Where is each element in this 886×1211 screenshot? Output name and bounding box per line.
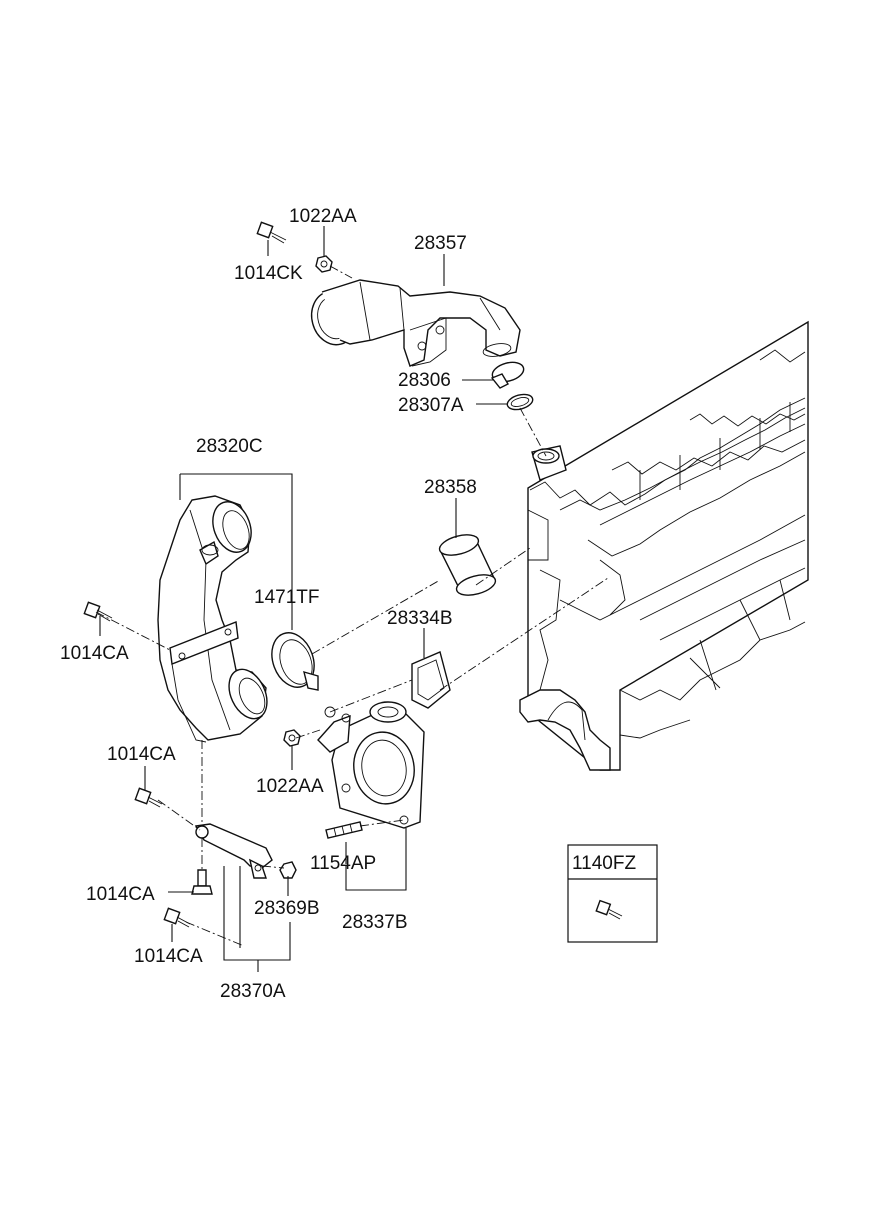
label-28307A: 28307A [398,395,464,416]
gasket-28334B [411,651,451,709]
bolt-1014CA-mid [134,787,163,808]
label-28337B: 28337B [342,912,408,933]
label-1471TF: 1471TF [254,587,319,608]
nut-1022AA-mid [283,729,301,747]
bolt-1014CA-vertical [191,869,213,895]
assembly-lines [95,547,609,947]
label-28334B: 28334B [387,608,453,629]
label-28357: 28357 [414,233,467,254]
engine-block [519,320,809,771]
bolt-1014CA-upper [83,601,113,622]
label-28370A: 28370A [220,981,286,1002]
label-28306: 28306 [398,370,451,391]
label-28320C: 28320C [196,436,263,457]
pipe-28357 [310,279,521,367]
nut-28369B [279,861,297,879]
part-labels: 1022AA 28357 1014CK 28306 28307A 28320C … [60,206,477,1002]
clamp-28306 [490,361,525,389]
label-28358: 28358 [424,477,477,498]
ring-28307A [506,393,534,411]
bolt-1140FZ-icon [595,899,623,920]
housing-28337B [317,701,425,829]
label-1014CA-mid: 1014CA [107,744,176,765]
clamp-1471TF [271,632,319,691]
label-1154AP: 1154AP [310,853,376,874]
bolt-1014CK [256,221,287,244]
label-1014CA-upper: 1014CA [60,643,129,664]
pipe-28320C [157,495,268,743]
head-outlet-stub [531,445,567,481]
legend-box-1140FZ: 1140FZ [567,844,658,943]
label-28369B: 28369B [254,898,320,919]
label-1022AA-mid: 1022AA [256,776,324,797]
label-1014CK: 1014CK [234,263,303,284]
sleeve-28358 [438,534,497,596]
label-1014CA-vertical: 1014CA [86,884,155,905]
stud-1154AP [325,821,363,839]
label-1014CA-lower: 1014CA [134,946,203,967]
label-1022AA-top: 1022AA [289,206,357,227]
bolt-1014CA-lower [163,907,191,928]
bracket-28370A [194,823,273,879]
nut-1022AA-top [315,255,333,273]
leader-lines [99,226,508,972]
legend-title: 1140FZ [572,853,636,874]
